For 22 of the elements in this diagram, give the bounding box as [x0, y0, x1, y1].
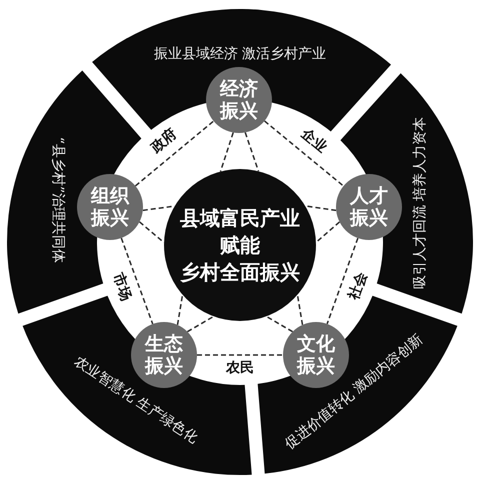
slogan-text: 振业县域经济 激活乡村产业: [154, 46, 326, 62]
slogan-text: “县乡村”治理共同体: [50, 136, 66, 264]
connector-line: [197, 354, 283, 356]
connector-line: [326, 238, 359, 324]
connector-line: [305, 205, 336, 212]
edge-label: 农民: [224, 360, 256, 376]
center-circle: 县域富民产业赋能乡村全面振兴: [164, 169, 316, 321]
connector-line: [187, 316, 214, 332]
connector-line: [266, 316, 293, 332]
satellite-circle: 生态振兴: [131, 322, 197, 388]
connector-line: [264, 120, 344, 187]
connector-line: [315, 221, 340, 243]
connector-line: [138, 221, 165, 244]
connector-line: [244, 132, 260, 172]
connector-line: [220, 132, 234, 172]
connector-line: [176, 294, 184, 326]
slogan-text: 吸引人才回流 培养人力资本: [412, 116, 428, 290]
connector-line: [120, 238, 154, 324]
satellite-circle: 人才振兴: [336, 174, 402, 240]
connector-line: [134, 120, 214, 186]
satellite-circle: 文化振兴: [283, 322, 349, 388]
connector-line: [296, 294, 304, 326]
